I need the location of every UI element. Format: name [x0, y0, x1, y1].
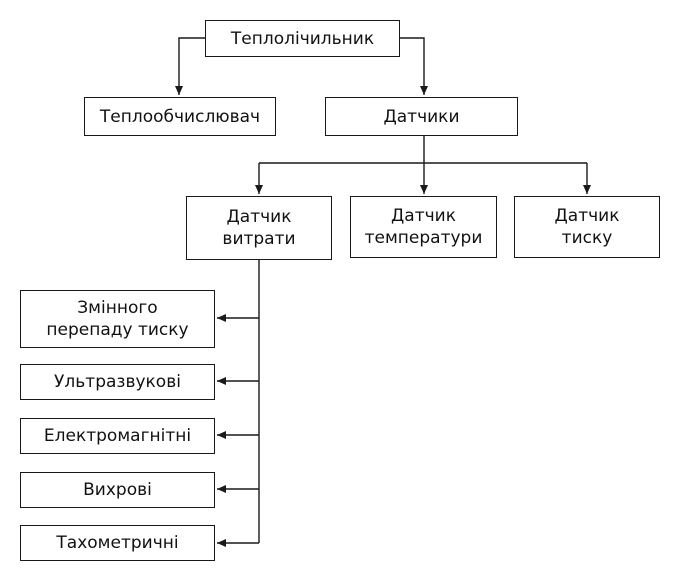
flow-sensor-label-line2: витрати: [222, 229, 296, 249]
ultrasonic-label: Ультразвукові: [54, 372, 181, 392]
pressure-sensor-label-line1: Датчик: [554, 206, 620, 226]
ultrasonic-box: Ультразвукові: [20, 364, 215, 400]
heat-meter-label: Теплолічильник: [230, 28, 375, 49]
sensors-label: Датчики: [383, 106, 460, 127]
vortex-label: Вихрові: [83, 480, 152, 500]
heat-meter-box: Теплолічильник: [205, 20, 400, 57]
flow-sensor-box: Датчик витрати: [186, 196, 332, 260]
pressure-sensor-box: Датчик тиску: [514, 196, 660, 258]
tachometric-box: Тахометричні: [20, 525, 215, 561]
temperature-sensor-label-line1: Датчик: [391, 206, 456, 226]
temperature-sensor-box: Датчик температури: [350, 196, 497, 258]
electromagnetic-box: Електромагнітні: [20, 418, 215, 454]
heat-calculator-label: Теплообчислювач: [99, 106, 261, 127]
sensors-box: Датчики: [325, 97, 518, 136]
tachometric-label: Тахометричні: [56, 533, 179, 553]
pressure-sensor-label-line2: тиску: [561, 228, 613, 248]
variable-dp-box: Змінного перепаду тиску: [20, 290, 215, 348]
vortex-box: Вихрові: [20, 472, 215, 508]
variable-dp-label-line2: перепаду тиску: [46, 320, 189, 340]
heat-calculator-box: Теплообчислювач: [84, 97, 276, 136]
arrow-root-to-sensors: [400, 37, 428, 95]
arrow-root-to-calculator: [175, 37, 205, 95]
flow-sensor-label-line1: Датчик: [226, 207, 292, 227]
variable-dp-label-line1: Змінного: [77, 298, 158, 318]
temperature-sensor-label-line2: температури: [364, 228, 483, 248]
electromagnetic-label: Електромагнітні: [43, 426, 192, 446]
